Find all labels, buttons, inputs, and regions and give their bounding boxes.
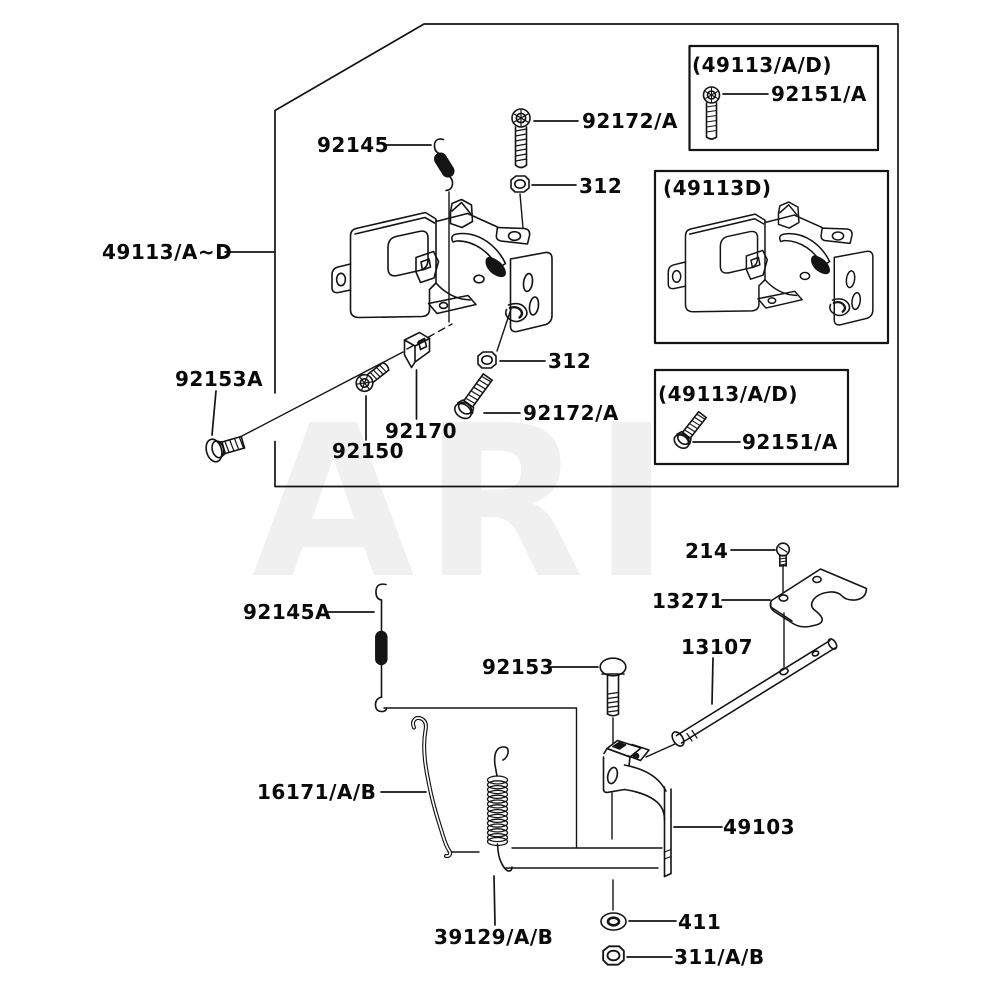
bracket-49113-drawing <box>330 198 554 333</box>
callout-92145a: 92145A <box>243 600 332 624</box>
inset-title-middle: (49113D) <box>663 176 772 200</box>
callout-312-lower: 312 <box>548 349 592 373</box>
callout-39129ab: 39129/A/B <box>434 925 554 949</box>
inset-box-bottom <box>653 368 850 466</box>
washer-411-icon <box>600 912 627 931</box>
callout-16171ab: 16171/A/B <box>257 780 377 804</box>
callout-92153a: 92153A <box>175 367 264 391</box>
rod-16171-icon <box>411 716 453 859</box>
callout-92170: 92170 <box>385 419 458 443</box>
callout-214: 214 <box>685 539 729 563</box>
screw-92150-icon <box>355 361 390 393</box>
callout-92150: 92150 <box>332 439 405 463</box>
bolt-92172a-top-icon <box>511 108 531 169</box>
nut-312-lower-icon <box>477 351 497 369</box>
callout-92151a-bottom: 92151/A <box>742 430 838 454</box>
assembly-lines <box>241 191 785 911</box>
inset-title-top: (49113/A/D) <box>692 53 833 77</box>
bolt-92172a-lower-icon <box>453 373 493 420</box>
callout-49103: 49103 <box>723 815 796 839</box>
callout-92145: 92145 <box>317 133 390 157</box>
clamp-92170-icon <box>403 331 431 369</box>
callout-92151a-top: 92151/A <box>771 82 867 106</box>
bolt-92153-icon <box>599 657 627 717</box>
callout-311ab: 311/A/B <box>674 945 765 969</box>
rod-13107-icon <box>671 638 838 747</box>
watermark-text: ARI <box>252 380 679 625</box>
inset-box-top <box>688 44 880 152</box>
callout-49113-group: 49113/A~D <box>102 240 233 264</box>
screw-214-icon <box>775 542 791 567</box>
callout-411: 411 <box>678 910 722 934</box>
spring-92145a-icon <box>374 583 388 713</box>
callout-92172a-lower: 92172/A <box>523 401 619 425</box>
inset-bracket-49113d-drawing <box>667 200 874 327</box>
spring-92145-icon <box>433 138 455 192</box>
callout-312-top: 312 <box>579 174 623 198</box>
callout-92153: 92153 <box>482 655 555 679</box>
inset-box-middle <box>653 169 890 345</box>
lever-49103-icon <box>602 739 672 878</box>
inset-title-bottom: (49113/A/D) <box>658 382 799 406</box>
main-assembly-frame <box>274 23 899 488</box>
callout-13271: 13271 <box>652 589 725 613</box>
nut-311-icon <box>602 945 625 966</box>
spring-39129-icon <box>486 746 513 872</box>
bolt-92153a-icon <box>205 435 246 463</box>
plate-13271-icon <box>769 568 868 628</box>
callout-92172a-top: 92172/A <box>582 109 678 133</box>
bolt-92151a-bottom-icon <box>673 410 708 450</box>
nut-312-top-icon <box>510 175 530 193</box>
bolt-92151a-top-icon <box>702 86 721 140</box>
callout-13107: 13107 <box>681 635 754 659</box>
leader-lines <box>211 93 776 958</box>
